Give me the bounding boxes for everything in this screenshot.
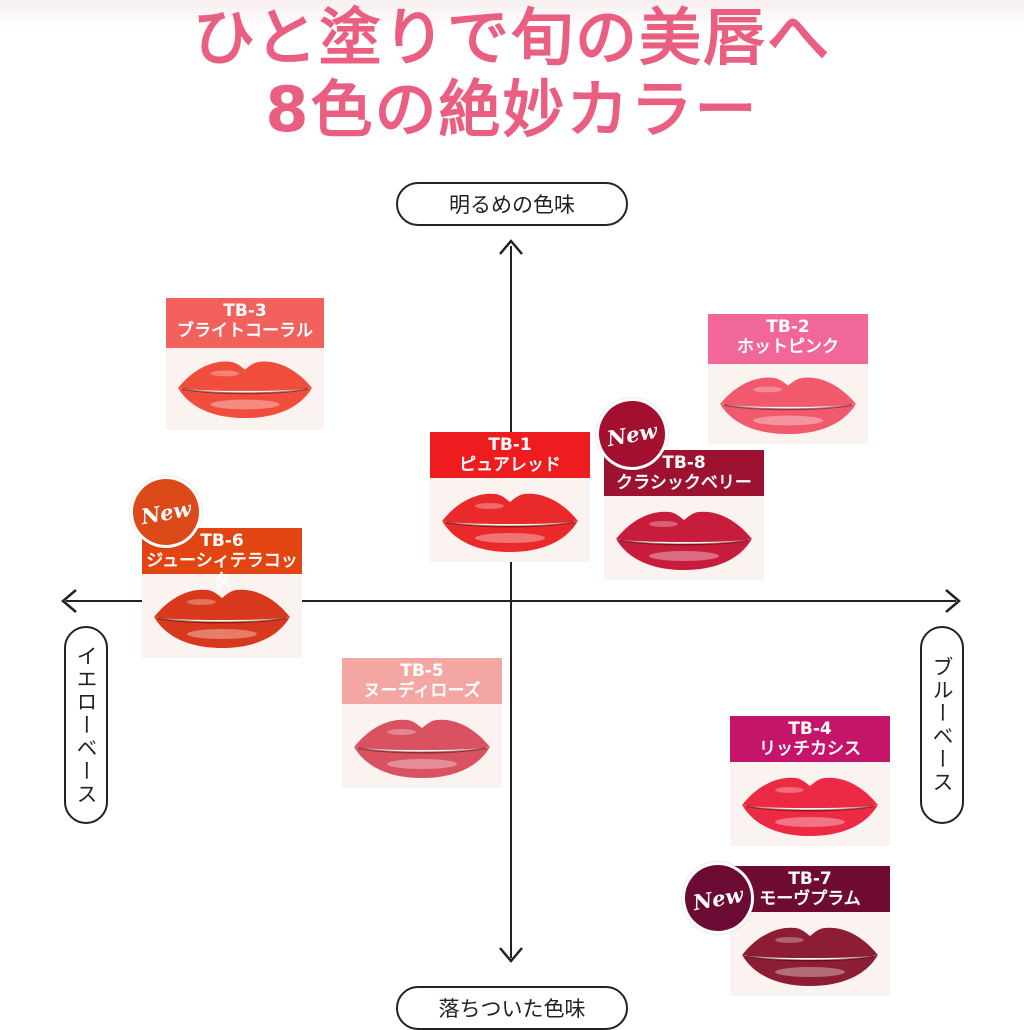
shade-label: TB-7 モーヴプラム [730, 866, 890, 912]
shade-code: TB-1 [488, 435, 532, 455]
lips-swatch [350, 714, 494, 780]
shade-name: ホットピンク [737, 337, 839, 357]
shade-code: TB-2 [766, 317, 810, 337]
shade-code: TB-8 [662, 453, 706, 473]
headline-line-1: ひと塗りで旬の美唇へ [192, 1, 832, 74]
shade-name: ジューシィテラコッタ [146, 551, 298, 591]
shade-code: TB-7 [788, 869, 832, 889]
shade-code: TB-5 [400, 661, 444, 681]
shade-card-tb-4: TB-4 リッチカシス [730, 716, 890, 846]
axis-label-bright: 明るめの色味 [396, 182, 628, 226]
shade-name: クラシックベリー [616, 473, 752, 493]
shade-label: TB-2 ホットピンク [708, 314, 868, 364]
axis-label-calm: 落ちついた色味 [396, 986, 628, 1030]
header-band [0, 0, 1024, 30]
shade-label: TB-5 ヌーディローズ [342, 658, 502, 704]
lips-swatch [738, 922, 882, 988]
shade-card-tb-6: TB-6 ジューシィテラコッタ [142, 528, 302, 658]
shade-name: リッチカシス [759, 739, 861, 759]
shade-card-tb-2: TB-2 ホットピンク [708, 314, 868, 444]
shade-code: TB-6 [200, 531, 244, 551]
lips-swatch [438, 488, 582, 554]
lips-swatch [174, 356, 316, 420]
shade-label: TB-3 ブライトコーラル [166, 298, 324, 348]
shade-code: TB-3 [223, 301, 267, 321]
lips-swatch [716, 372, 860, 436]
shade-card-tb-1: TB-1 ピュアレッド [430, 432, 590, 562]
headline-line-2: 8色の絶妙カラー [265, 73, 759, 146]
shade-name: モーヴプラム [759, 889, 861, 909]
shade-card-tb-5: TB-5 ヌーディローズ [342, 658, 502, 788]
shade-card-tb-8: TB-8 クラシックベリー [604, 450, 764, 580]
lips-swatch [738, 772, 882, 838]
shade-name: ブライトコーラル [177, 321, 313, 341]
shade-card-tb-7: TB-7 モーヴプラム [730, 866, 890, 996]
shade-label: TB-4 リッチカシス [730, 716, 890, 762]
shade-name: ピュアレッド [459, 455, 561, 475]
lips-swatch [150, 584, 294, 650]
shade-code: TB-4 [788, 719, 832, 739]
shade-name: ヌーディローズ [363, 681, 481, 701]
shade-label: TB-6 ジューシィテラコッタ [142, 528, 302, 591]
axis-label-yellow-base: イエローベース [64, 626, 108, 824]
axis-label-blue-base: ブルーベース [920, 626, 964, 824]
shade-label: TB-8 クラシックベリー [604, 450, 764, 496]
shade-card-tb-3: TB-3 ブライトコーラル [166, 298, 324, 430]
shade-label: TB-1 ピュアレッド [430, 432, 590, 478]
lips-swatch [612, 506, 756, 572]
